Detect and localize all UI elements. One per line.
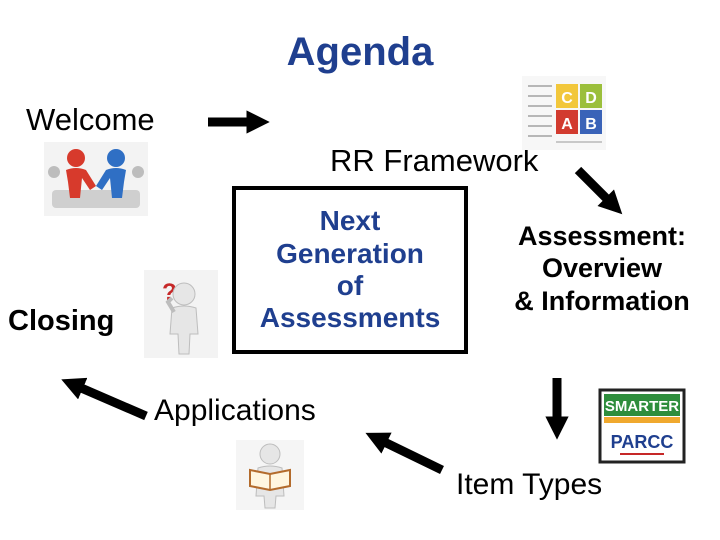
center-topic-box: Next Generation of Assessments — [232, 186, 468, 354]
cube-letter-a: A — [561, 116, 573, 133]
assessment-line-2: Overview — [541, 253, 663, 284]
assessment-line-1: Assessment: — [517, 221, 687, 251]
closing-label: Closing — [8, 305, 115, 337]
arrow-itemtypes-to-applications — [365, 432, 444, 475]
smarter-logo-text: SMARTER — [605, 398, 679, 415]
arrow-rr-to-assessment — [574, 166, 623, 215]
assessment-logos-icon: SMARTER PARCC — [598, 388, 686, 464]
center-line-1: Next — [319, 205, 381, 237]
center-line-2: Generation — [276, 237, 424, 269]
question-person-icon: ? — [144, 270, 218, 358]
center-line-4: Assessments — [259, 302, 441, 334]
item-types-label: Item Types — [456, 468, 603, 501]
rr-framework-label: RR Framework — [330, 143, 539, 178]
arrow-applications-to-closing — [61, 377, 148, 421]
framework-cube-icon: C D A B — [522, 76, 606, 150]
welcome-label: Welcome — [26, 102, 155, 137]
applications-label: Applications — [154, 394, 316, 427]
cube-letter-b: B — [585, 116, 597, 133]
reading-person-icon — [236, 440, 304, 510]
handshake-people-icon — [44, 142, 148, 216]
cube-letter-c: C — [561, 90, 573, 107]
cube-letter-d: D — [585, 90, 597, 107]
center-line-3: of — [336, 270, 364, 301]
assessment-label: Assessment: Overview & Information — [484, 220, 720, 317]
page-title: Agenda — [286, 30, 434, 74]
parcc-logo-text: PARCC — [611, 432, 674, 452]
assessment-line-3: & Information — [514, 285, 690, 316]
